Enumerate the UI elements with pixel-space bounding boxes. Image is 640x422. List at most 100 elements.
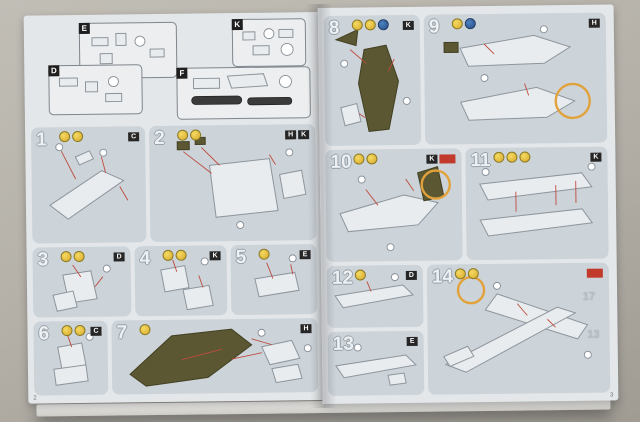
sprue-flag-h: H xyxy=(588,18,600,28)
flag-markers: C xyxy=(89,326,102,337)
sprue-d-diagram xyxy=(58,76,123,103)
paint-badges xyxy=(162,249,189,261)
page-number: 2 xyxy=(33,395,37,402)
sprue-e-diagram xyxy=(91,32,165,65)
red-color-marker-icon xyxy=(586,268,603,278)
yellow-paint-badge-icon xyxy=(451,18,463,30)
paint-badges xyxy=(177,129,203,141)
step-13-diagram xyxy=(335,343,417,386)
flag-markers: K xyxy=(209,250,222,261)
step-number: 2 xyxy=(154,127,165,150)
step-5-diagram xyxy=(254,254,300,298)
paint-badges xyxy=(258,248,272,260)
step-number: 5 xyxy=(235,246,247,269)
step-14-diagram xyxy=(443,275,592,373)
sprue-flag-d: D xyxy=(405,270,417,280)
sprue-letter-tag: E xyxy=(78,22,90,34)
sprue-letter-tag: F xyxy=(176,67,188,79)
step-7-panel: 7 H xyxy=(111,318,319,395)
yellow-paint-badge-icon xyxy=(351,19,363,31)
step-4-diagram xyxy=(160,257,214,311)
flag-markers: D xyxy=(113,251,126,262)
detail-highlight-ring xyxy=(554,82,591,120)
step-number: 1 xyxy=(36,129,47,151)
paint-badges xyxy=(451,18,478,30)
sprue-flag-c: C xyxy=(90,326,102,336)
paint-badges xyxy=(60,250,87,263)
step-number: 4 xyxy=(139,248,151,270)
red-color-marker-icon xyxy=(439,154,456,164)
sprue-flag-e: E xyxy=(299,250,311,260)
paint-badges xyxy=(139,324,152,336)
paint-badges xyxy=(354,269,368,281)
yellow-paint-badge-icon xyxy=(72,130,84,143)
parts-box-d: D xyxy=(48,64,143,116)
step-11-panel: 11 K xyxy=(465,146,609,261)
step-number: 14 xyxy=(431,266,454,288)
sprue-letter-tag: K xyxy=(231,18,243,31)
step-9-diagram xyxy=(443,25,591,121)
flag-markers: E xyxy=(299,249,312,260)
flag-markers: C xyxy=(127,131,140,142)
step-number: 8 xyxy=(328,17,340,39)
parts-box-e: E xyxy=(78,21,178,79)
step-number: 9 xyxy=(428,16,440,38)
flag-markers: D xyxy=(405,270,418,281)
yellow-paint-badge-icon xyxy=(60,251,72,263)
sprue-flag-k: K xyxy=(426,154,438,164)
yellow-paint-badge-icon xyxy=(454,268,466,280)
left-page: E D K xyxy=(23,12,323,404)
step-3-diagram xyxy=(52,264,111,312)
yellow-paint-badge-icon xyxy=(364,19,376,31)
step-2-diagram xyxy=(176,136,307,229)
sprue-f-diagram xyxy=(191,73,293,106)
step-4-panel: 4 K xyxy=(134,245,228,317)
step-7-diagram xyxy=(129,328,312,387)
blue-paint-badge-icon xyxy=(464,18,476,30)
yellow-paint-badge-icon xyxy=(258,248,270,260)
step-3-panel: 3 D xyxy=(32,246,132,318)
sprue-k-diagram xyxy=(242,28,294,56)
flag-markers: H xyxy=(299,323,312,334)
step-13-panel: 13 E xyxy=(327,330,425,396)
flag-markers: K xyxy=(425,153,456,164)
paint-badges xyxy=(59,130,85,143)
paint-badges xyxy=(454,268,481,280)
sprue-flag-c: C xyxy=(128,132,140,142)
paint-badges xyxy=(61,324,87,337)
flag-markers xyxy=(586,268,604,279)
step-1-panel: 1 C xyxy=(31,126,147,244)
step-number: 6 xyxy=(38,323,50,345)
step-number: 13 xyxy=(332,333,354,355)
parts-box-k: K xyxy=(231,18,307,68)
sprue-flag-k: K xyxy=(298,130,310,140)
step-12-diagram xyxy=(334,273,415,309)
yellow-paint-badge-icon xyxy=(139,324,151,336)
yellow-paint-badge-icon xyxy=(493,151,505,163)
flag-markers: K xyxy=(402,20,415,31)
sprue-flag-k: K xyxy=(590,152,602,162)
step-6-panel: 6 C xyxy=(33,320,109,396)
sprue-flag-k: K xyxy=(402,20,414,30)
part-number-label: 17 xyxy=(582,290,596,303)
right-page: 8 K 9 H xyxy=(317,4,619,405)
yellow-paint-badge-icon xyxy=(354,269,366,281)
olive-fuselage-half xyxy=(357,44,399,132)
part-number-label: 13 xyxy=(587,328,600,341)
sprue-flag-d: D xyxy=(113,252,125,262)
step-5-panel: 5 E xyxy=(230,244,318,316)
flag-markers: K xyxy=(589,152,602,163)
yellow-paint-badge-icon xyxy=(175,249,187,261)
step-number: 7 xyxy=(116,322,128,344)
paint-badges xyxy=(351,19,391,31)
flag-markers: E xyxy=(406,336,419,347)
step-10-diagram xyxy=(339,165,451,252)
step-8-panel: 8 K xyxy=(323,14,422,146)
yellow-paint-badge-icon xyxy=(190,129,202,141)
step-6-diagram xyxy=(53,332,94,386)
step-8-diagram xyxy=(334,28,411,132)
yellow-paint-badge-icon xyxy=(177,129,189,141)
